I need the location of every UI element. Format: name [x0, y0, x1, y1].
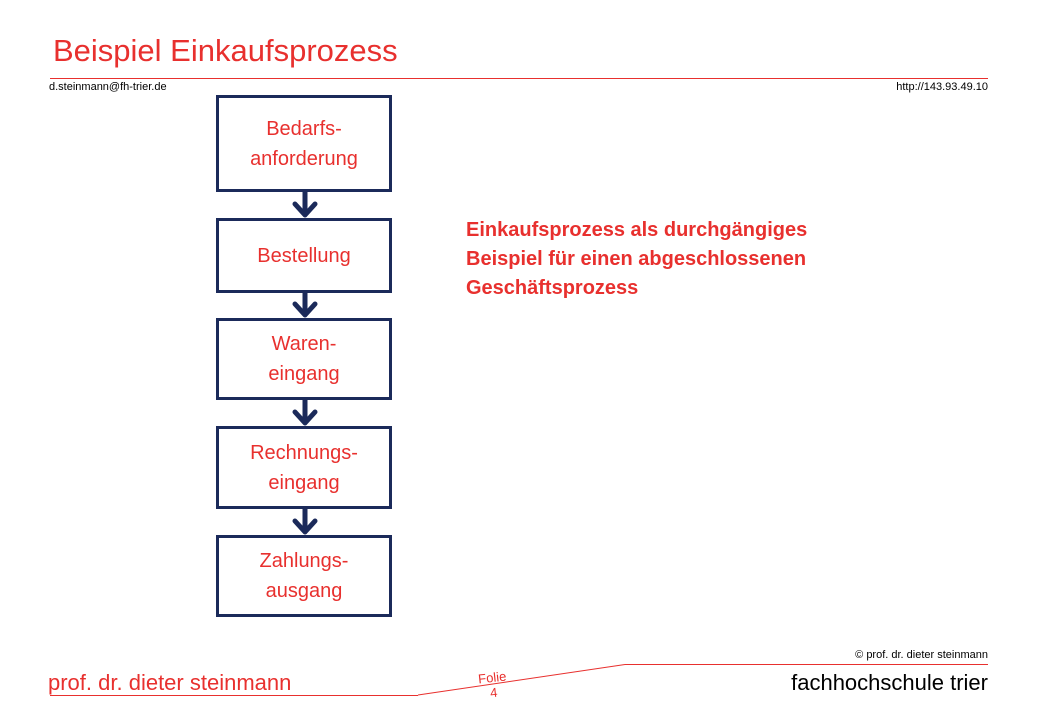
- process-note: Einkaufsprozess als durchgängiges Beispi…: [466, 219, 808, 299]
- flow-step-bedarfsanforderung: Bedarfs- anforderung: [216, 95, 392, 192]
- flow-step-rechnungseingang: Rechnungs- eingang: [216, 426, 392, 509]
- copyright-notice: © prof. dr. dieter steinmann: [855, 649, 988, 661]
- flow-step-label: Zahlungs-: [259, 550, 349, 572]
- flow-arrow: [292, 291, 318, 318]
- flow-step-label: anforderung: [250, 147, 358, 170]
- flow-step-label: ausgang: [265, 580, 343, 602]
- flow-arrow: [292, 191, 318, 218]
- flow-step-label: Bedarfs-: [266, 117, 342, 140]
- flow-step-bestellung: Bestellung: [216, 218, 392, 293]
- flow-step-zahlungsausgang: Zahlungs- ausgang: [216, 535, 392, 617]
- flow-step-wareneingang: Waren- eingang: [216, 318, 392, 400]
- slide-number: Folie 4: [472, 668, 515, 702]
- flow-arrow: [292, 399, 318, 426]
- flow-step-label: Bestellung: [257, 244, 351, 267]
- flow-step-label: Rechnungs-: [250, 441, 358, 464]
- flow-step-label: Waren-: [271, 333, 337, 355]
- footer-author: prof. dr. dieter steinmann: [48, 670, 292, 695]
- server-url: http://143.93.49.10: [896, 81, 988, 93]
- slide-title: Beispiel Einkaufsprozess: [53, 33, 398, 68]
- flow-step-label: eingang: [268, 471, 340, 494]
- flow-step-label: eingang: [268, 363, 340, 385]
- footer-school: fachhochschule trier: [791, 670, 988, 695]
- author-email: d.steinmann@fh-trier.de: [49, 81, 167, 93]
- flow-arrow: [292, 508, 318, 535]
- footer-rule-slant: [417, 664, 626, 696]
